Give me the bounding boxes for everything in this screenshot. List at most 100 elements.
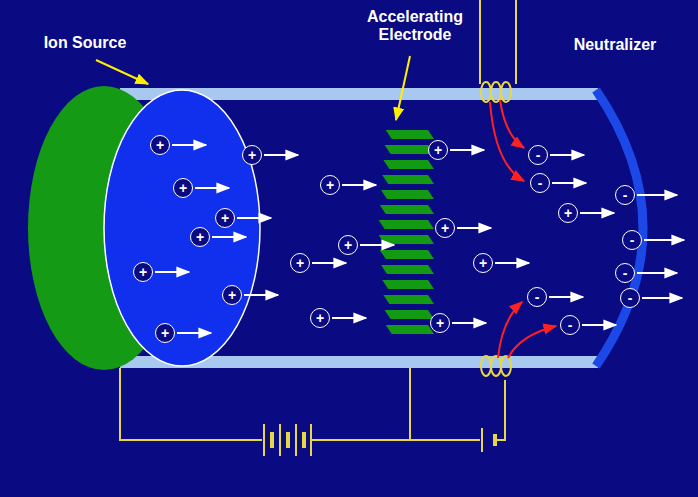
motion-arrow [495, 262, 529, 264]
charge-sign: + [248, 148, 256, 162]
part-label: Ion Source [30, 34, 140, 52]
motion-arrow [457, 227, 491, 229]
charge-sign: - [623, 266, 628, 280]
charge-sign: + [316, 311, 324, 325]
neutralizer-battery [482, 428, 495, 452]
electrode-grid-bar [386, 130, 434, 139]
electrode-grid-bar [385, 145, 434, 154]
electron-particle: - [615, 185, 635, 205]
charge-sign: + [139, 265, 147, 279]
ion-particle: + [222, 285, 242, 305]
part-label: Neutralizer [555, 36, 675, 54]
motion-arrow [244, 294, 278, 296]
accelerating-electrode [379, 130, 434, 334]
motion-arrow [637, 272, 677, 274]
electron-emission-arrow [490, 100, 556, 358]
motion-arrow [177, 332, 211, 334]
charge-sign: + [436, 316, 444, 330]
charge-sign: + [156, 138, 164, 152]
charge-sign: + [161, 326, 169, 340]
charge-sign: - [538, 176, 543, 190]
motion-arrow [580, 212, 614, 214]
motion-arrow [360, 244, 394, 246]
leader-line [96, 56, 410, 120]
ion-particle: + [435, 218, 455, 238]
charge-sign: + [344, 238, 352, 252]
ion-particle: + [133, 262, 153, 282]
charge-sign: - [623, 188, 628, 202]
electron-particle: - [530, 173, 550, 193]
ion-particle: + [338, 235, 358, 255]
electrode-grid-bar [380, 205, 434, 214]
electrode-grid-bar [379, 235, 434, 244]
motion-arrow [195, 187, 229, 189]
electrode-grid-bar [379, 220, 434, 229]
motion-arrow [450, 149, 484, 151]
charge-sign: - [535, 290, 540, 304]
motion-arrow [155, 271, 189, 273]
ion-particle: + [558, 203, 578, 223]
charge-sign: + [179, 181, 187, 195]
motion-arrow [172, 144, 206, 146]
part-label: Accelerating Electrode [365, 8, 465, 43]
ion-particle: + [473, 253, 493, 273]
charge-sign: - [630, 233, 635, 247]
charge-sign: + [196, 230, 204, 244]
motion-arrow [312, 262, 346, 264]
charge-sign: + [326, 178, 334, 192]
ion-particle: + [430, 313, 450, 333]
motion-arrow [212, 236, 246, 238]
electron-particle: - [527, 287, 547, 307]
charge-sign: - [568, 318, 573, 332]
electrode-grid-bar [381, 265, 434, 274]
battery-symbol [264, 424, 311, 456]
charge-sign: + [564, 206, 572, 220]
motion-arrow [637, 194, 677, 196]
electrode-grid-bar [380, 250, 434, 259]
ion-source-plate [104, 90, 260, 366]
motion-arrow [452, 322, 486, 324]
ion-particle: + [242, 145, 262, 165]
ion-particle: + [215, 208, 235, 228]
ion-particle: + [428, 140, 448, 160]
motion-arrow [582, 324, 616, 326]
motion-arrow [549, 296, 583, 298]
charge-sign: + [228, 288, 236, 302]
electrode-grid-bar [386, 325, 434, 334]
electrode-grid-bar [383, 295, 434, 304]
charge-sign: + [479, 256, 487, 270]
electron-particle: - [528, 145, 548, 165]
charge-sign: + [441, 221, 449, 235]
motion-arrow [332, 317, 366, 319]
electrode-grid-bar [382, 280, 434, 289]
electrode-grid-bar [382, 175, 434, 184]
electrode-grid-bar [383, 160, 434, 169]
ion-particle: + [290, 253, 310, 273]
electron-particle: - [622, 230, 642, 250]
electrode-grid-bar [381, 190, 434, 199]
particle-motion-arrows [155, 145, 684, 333]
motion-arrow [642, 297, 682, 299]
motion-arrow [342, 184, 376, 186]
ion-particle: + [150, 135, 170, 155]
charge-sign: + [296, 256, 304, 270]
ion-particle: + [155, 323, 175, 343]
electrode-grid-bar [385, 310, 434, 319]
motion-arrow [552, 182, 586, 184]
ion-particle: + [320, 175, 340, 195]
charge-sign: + [221, 211, 229, 225]
ion-particle: + [190, 227, 210, 247]
electron-particle: - [620, 288, 640, 308]
ion-particle: + [310, 308, 330, 328]
ion-particle: + [173, 178, 193, 198]
electron-particle: - [560, 315, 580, 335]
charge-sign: - [628, 291, 633, 305]
motion-arrow [644, 239, 684, 241]
motion-arrow [237, 217, 271, 219]
motion-arrow [550, 154, 584, 156]
motion-arrow [264, 154, 298, 156]
electron-particle: - [615, 263, 635, 283]
charge-sign: - [536, 148, 541, 162]
